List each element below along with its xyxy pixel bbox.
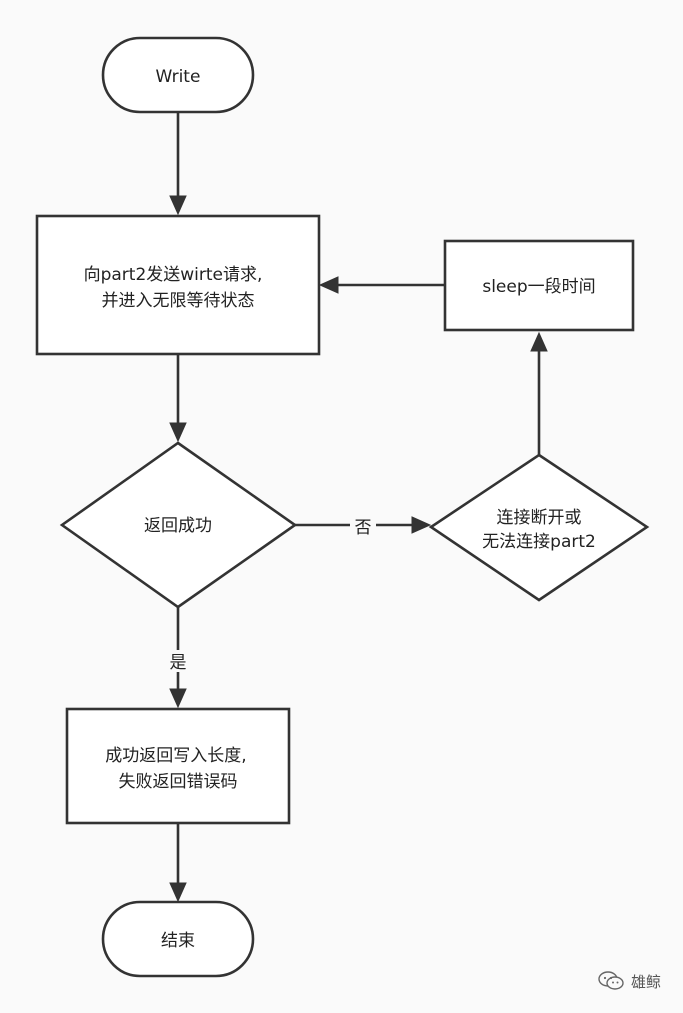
edge-label-no: 否: [355, 518, 372, 538]
arrowhead: [530, 331, 548, 352]
arrowhead: [318, 276, 339, 294]
process-shape: [443, 239, 635, 332]
node-send-request-line1: 向part2发送wirte请求,: [84, 265, 263, 285]
node-result: 成功返回写入长度, 失败返回错误码: [65, 707, 291, 825]
edge-labels: 否 是: [165, 515, 376, 673]
arrowhead: [169, 882, 187, 903]
decision-shape: [59, 441, 298, 609]
edge-label-bg: [165, 650, 191, 672]
node-end: 结束: [101, 900, 255, 978]
decision-shape: [428, 453, 650, 602]
edge-label-yes: 是: [170, 653, 187, 673]
edges: [169, 112, 548, 903]
node-result-line1: 成功返回写入长度,: [105, 746, 246, 766]
arrowhead: [169, 195, 187, 216]
node-send-request: 向part2发送wirte请求, 并进入无限等待状态: [35, 214, 321, 356]
wechat-icon: [598, 971, 624, 990]
node-result-line2: 失败返回错误码: [119, 772, 238, 792]
node-connection-lost-line2: 无法连接part2: [482, 532, 596, 552]
node-connection-lost-line1: 连接断开或: [497, 508, 582, 528]
node-end-label: 结束: [161, 931, 195, 951]
process-shape: [35, 214, 321, 356]
process-shape: [65, 707, 291, 825]
node-check-success-label: 返回成功: [144, 516, 212, 536]
terminator-shape: [101, 36, 255, 114]
arrowhead: [411, 516, 432, 534]
arrowhead: [169, 422, 187, 443]
terminator-shape: [101, 900, 255, 978]
node-sleep: sleep一段时间: [443, 239, 635, 332]
node-start-label: Write: [156, 67, 201, 87]
watermark-text: 雄鲸: [630, 972, 661, 991]
node-start: Write: [101, 36, 255, 114]
watermark: 雄鲸: [597, 970, 661, 992]
node-check-success: 返回成功: [59, 441, 298, 609]
node-connection-lost: 连接断开或 无法连接part2: [428, 453, 650, 602]
arrowhead: [169, 688, 187, 709]
node-send-request-line2: 并进入无限等待状态: [102, 291, 255, 311]
node-sleep-label: sleep一段时间: [482, 277, 595, 297]
edge-label-bg: [350, 515, 376, 537]
